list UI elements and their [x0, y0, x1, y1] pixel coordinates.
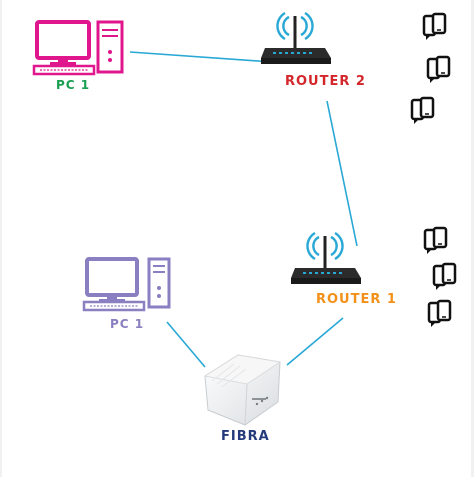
link-router2-router1 — [326, 100, 358, 247]
link-router1-fibra — [286, 317, 344, 366]
link-pc-bottom-fibra — [166, 321, 206, 368]
wifi-router-icon — [259, 11, 333, 66]
link-pc1-router2 — [129, 51, 273, 63]
wifi-router-icon — [289, 231, 363, 286]
mobile-devices-icon — [410, 12, 451, 126]
router2-label: ROUTER 2 — [285, 74, 366, 89]
right-edge-strip — [471, 0, 474, 477]
desktop-computer-icon — [82, 257, 171, 312]
pc-top-label: PC 1 — [56, 78, 91, 92]
router1-label: ROUTER 1 — [316, 292, 397, 307]
mobile-devices-icon — [423, 226, 457, 329]
fiber-modem-icon — [203, 354, 282, 426]
desktop-computer-icon — [32, 20, 124, 76]
pc-bottom-label: PC 1 — [110, 317, 145, 331]
fibra-label: FIBRA — [221, 429, 270, 444]
left-edge-strip — [0, 0, 2, 477]
